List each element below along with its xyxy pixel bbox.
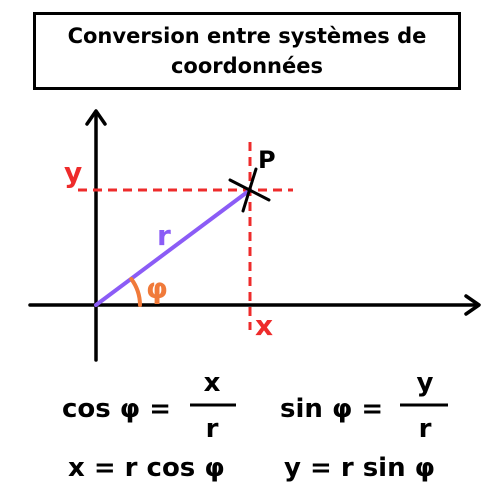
sin-formula-lhs: sin φ = [280, 394, 383, 424]
radius-line [94, 188, 252, 307]
sin-formula-numerator: y [417, 368, 434, 398]
y-axis-value-label: y [64, 156, 82, 189]
radius-label: r [157, 219, 171, 252]
point-p-marker [228, 167, 271, 213]
cos-formula-numerator: x [204, 368, 221, 398]
y-axis-arrow-icon [85, 109, 107, 126]
cos-formula: cos φ = x r [62, 368, 236, 444]
x-axis-arrow-icon [464, 294, 481, 316]
diagram-title: Conversion entre systèmes de coordonnées [67, 24, 427, 78]
title-box: Conversion entre systèmes de coordonnées [33, 12, 461, 90]
point-p-label: P [258, 146, 276, 174]
sin-formula: sin φ = y r [280, 368, 448, 444]
angle-label: φ [146, 272, 168, 305]
x-equation: x = r cos φ [68, 453, 225, 483]
sin-formula-denominator: r [419, 414, 432, 444]
y-equation: y = r sin φ [284, 453, 435, 483]
cos-formula-lhs: cos φ = [62, 394, 171, 424]
cos-formula-denominator: r [206, 414, 219, 444]
x-axis-value-label: x [255, 309, 273, 342]
angle-arc [129, 277, 142, 307]
